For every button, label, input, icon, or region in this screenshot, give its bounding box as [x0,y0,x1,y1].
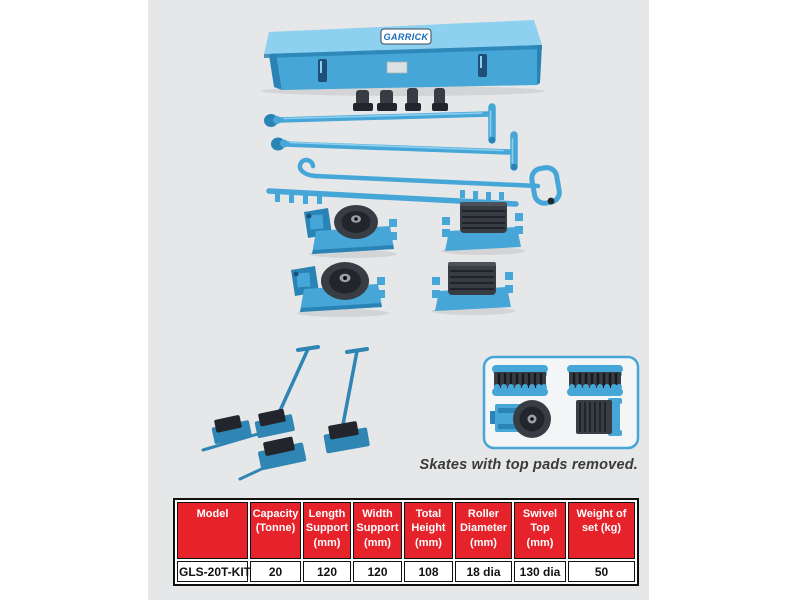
box-latch-left [318,59,327,82]
spec-col-header-length-support: Length Support (mm) [303,502,351,559]
spec-col-header-roller-diameter: Roller Diameter (mm) [455,502,512,559]
spec-col-header-capacity: Capacity (Tonne) [250,502,301,559]
spec-col-header-width-support: Width Support (mm) [353,502,402,559]
spec-cell-length-support: 120 [303,561,351,582]
rack-bar-illustration [266,188,519,207]
pad-skate-2-illustration [431,262,515,315]
spec-cell-model: GLS-20T-KIT [177,561,251,582]
skate-kit-illustration: GARRICK [201,20,640,481]
spec-cell-roller-diameter: 18 dia [455,561,512,582]
inset-caption: Skates with top pads removed. [419,457,638,473]
storage-box-illustration: GARRICK [261,20,545,96]
swivel-skate-1-illustration [304,205,397,258]
spec-col-header-model: Model [177,502,248,559]
hook-bar-illustration [297,157,562,206]
inset-roller-unit-1 [492,365,548,396]
spec-table-data-row: GLS-20T-KIT 20 120 120 108 18 dia 130 di… [177,561,635,582]
swivel-skate-2-illustration [291,262,389,317]
spec-cell-total-height: 108 [404,561,453,582]
brand-logo-text: GARRICK [384,32,430,42]
rubber-pads-illustration [353,88,448,111]
inset-skates-illustration [482,355,640,450]
spec-cell-swivel-top: 130 dia [514,561,566,582]
box-label [386,61,408,74]
box-latch-right [478,54,487,77]
inset-pad-skate [576,398,622,436]
assembled-skates-illustration [201,345,370,481]
brand-logo: GARRICK [380,28,432,45]
spec-table-header-row: Model Capacity (Tonne) Length Support (m… [177,502,635,559]
spec-table: Model Capacity (Tonne) Length Support (m… [173,498,639,586]
t-handle-bar-1-illustration [264,103,496,144]
inset-swivel-skate [490,400,551,438]
t-handle-bar-2-illustration [271,131,518,171]
product-sheet-panel: GARRICK [148,0,649,600]
pad-skate-1-illustration [441,202,525,255]
spec-col-header-swivel-top: Swivel Top (mm) [514,502,566,559]
spec-col-header-weight: Weight of set (kg) [568,502,635,559]
inset-roller-unit-2 [567,365,623,396]
spec-cell-capacity: 20 [250,561,301,582]
spec-col-header-total-height: Total Height (mm) [404,502,453,559]
spec-cell-width-support: 120 [353,561,402,582]
spec-cell-weight: 50 [568,561,635,582]
